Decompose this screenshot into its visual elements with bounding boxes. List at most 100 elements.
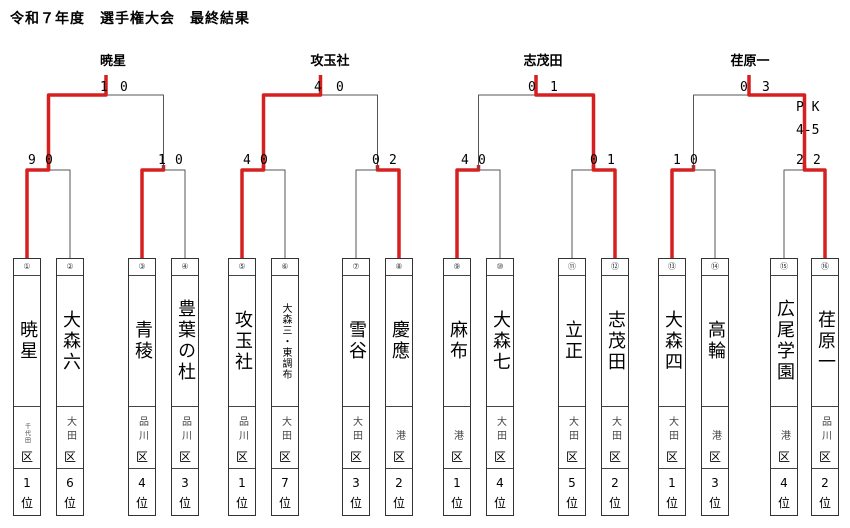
block-3-winner: 志茂田 [523, 54, 563, 69]
seed-number: ⑪ [559, 259, 585, 276]
ward-suffix: 区 [708, 450, 721, 464]
school-name: 広尾学園 [774, 299, 795, 383]
seed-number: ⑥ [272, 259, 298, 276]
rank-suffix: 位 [493, 496, 506, 510]
rank-number: 4 [496, 476, 504, 490]
rank-number: 2 [611, 476, 619, 490]
ward-suffix: 区 [493, 450, 506, 464]
final-score-right: 3 [762, 80, 770, 95]
semifinal-bracket-line [26, 169, 71, 258]
semifinal-bracket-line [141, 169, 186, 258]
semifinal-bracket-line [671, 169, 716, 258]
semifinal-bracket-line [355, 169, 400, 258]
semi-score-left: 4 [461, 153, 469, 168]
school-name: 攻玉社 [232, 309, 253, 373]
school-name: 高輪 [705, 320, 726, 362]
winner-path-line [25, 165, 51, 258]
rank-suffix: 位 [349, 496, 362, 510]
ward-name: 大田 [609, 416, 621, 444]
final-bracket-line [478, 94, 594, 170]
champion-path-line [261, 75, 323, 170]
rank-number: 7 [281, 476, 289, 490]
final-bracket-line [263, 94, 378, 170]
page-title: 令和７年度 選手権大会 最終結果 [10, 11, 250, 27]
seed-number: ③ [129, 259, 155, 276]
block-1-winner: 暁星 [99, 54, 127, 69]
seed-number: ⑮ [771, 259, 797, 276]
semi-score-right: 0 [175, 153, 183, 168]
school-name: 大森三・東調布 [280, 302, 291, 380]
rank-number: 5 [568, 476, 576, 490]
ward-suffix: 区 [608, 450, 621, 464]
ward-name: 港 [709, 430, 721, 444]
semi-score-right: 1 [607, 153, 615, 168]
rank-suffix: 位 [708, 496, 721, 510]
school-name: 大森六 [60, 309, 81, 373]
school-name: 志茂田 [605, 309, 626, 373]
ward-name: 大田 [350, 416, 362, 444]
rank-suffix: 位 [392, 496, 405, 510]
ward-name: 品川 [179, 416, 191, 444]
rank-number: 3 [352, 476, 360, 490]
rank-suffix: 位 [777, 496, 790, 510]
rank-number: 2 [821, 476, 829, 490]
semi-score-left: 4 [243, 153, 251, 168]
winner-path-line [591, 165, 617, 258]
final-bracket-line [693, 94, 805, 170]
school-name: 荏原一 [815, 309, 836, 373]
ward-name: 品川 [136, 416, 148, 444]
ward-suffix: 区 [665, 450, 678, 464]
school-name: 大森七 [490, 309, 511, 373]
school-name: 豊葉の杜 [175, 299, 196, 383]
block-4-winner: 荏原一 [730, 54, 770, 69]
seed-number: ② [57, 259, 83, 276]
ward-name: 大田 [566, 416, 578, 444]
semi-score-right: 2 [813, 153, 821, 168]
rank-suffix: 位 [818, 496, 831, 510]
ward-suffix: 区 [450, 450, 463, 464]
final-score-left: 4 [314, 80, 322, 95]
final-bracket-line [48, 94, 164, 170]
ward-suffix: 区 [565, 450, 578, 464]
winner-path-line [375, 165, 401, 258]
semi-score-right: 2 [389, 153, 397, 168]
semi-score-left: 2 [796, 153, 804, 168]
seed-number: ⑤ [229, 259, 255, 276]
semifinal-bracket-line [783, 169, 826, 258]
ward-suffix: 区 [818, 450, 831, 464]
champion-path-line [747, 75, 807, 170]
semi-score-left: 0 [372, 153, 380, 168]
seed-number: ⑩ [487, 259, 513, 276]
final-score-left: 1 [100, 80, 108, 95]
seed-number: ⑭ [702, 259, 728, 276]
rank-suffix: 位 [20, 496, 33, 510]
final-score-left: 0 [528, 80, 536, 95]
school-name: 慶應 [389, 320, 410, 362]
rank-suffix: 位 [135, 496, 148, 510]
rank-number: 1 [668, 476, 676, 490]
winner-path-line [455, 165, 481, 258]
final-score-right: 0 [336, 80, 344, 95]
school-name: 大森四 [662, 309, 683, 373]
final-score-left: 0 [740, 80, 748, 95]
champion-path-line [534, 75, 596, 170]
ward-suffix: 区 [392, 450, 405, 464]
semi-score-left: 1 [158, 153, 166, 168]
semifinal-bracket-line [241, 169, 286, 258]
school-name: 麻布 [447, 320, 468, 362]
pk-score: 4-5 [796, 123, 820, 138]
ward-name: 品川 [819, 416, 831, 444]
rank-number: 1 [238, 476, 246, 490]
rank-number: 1 [453, 476, 461, 490]
rank-suffix: 位 [235, 496, 248, 510]
